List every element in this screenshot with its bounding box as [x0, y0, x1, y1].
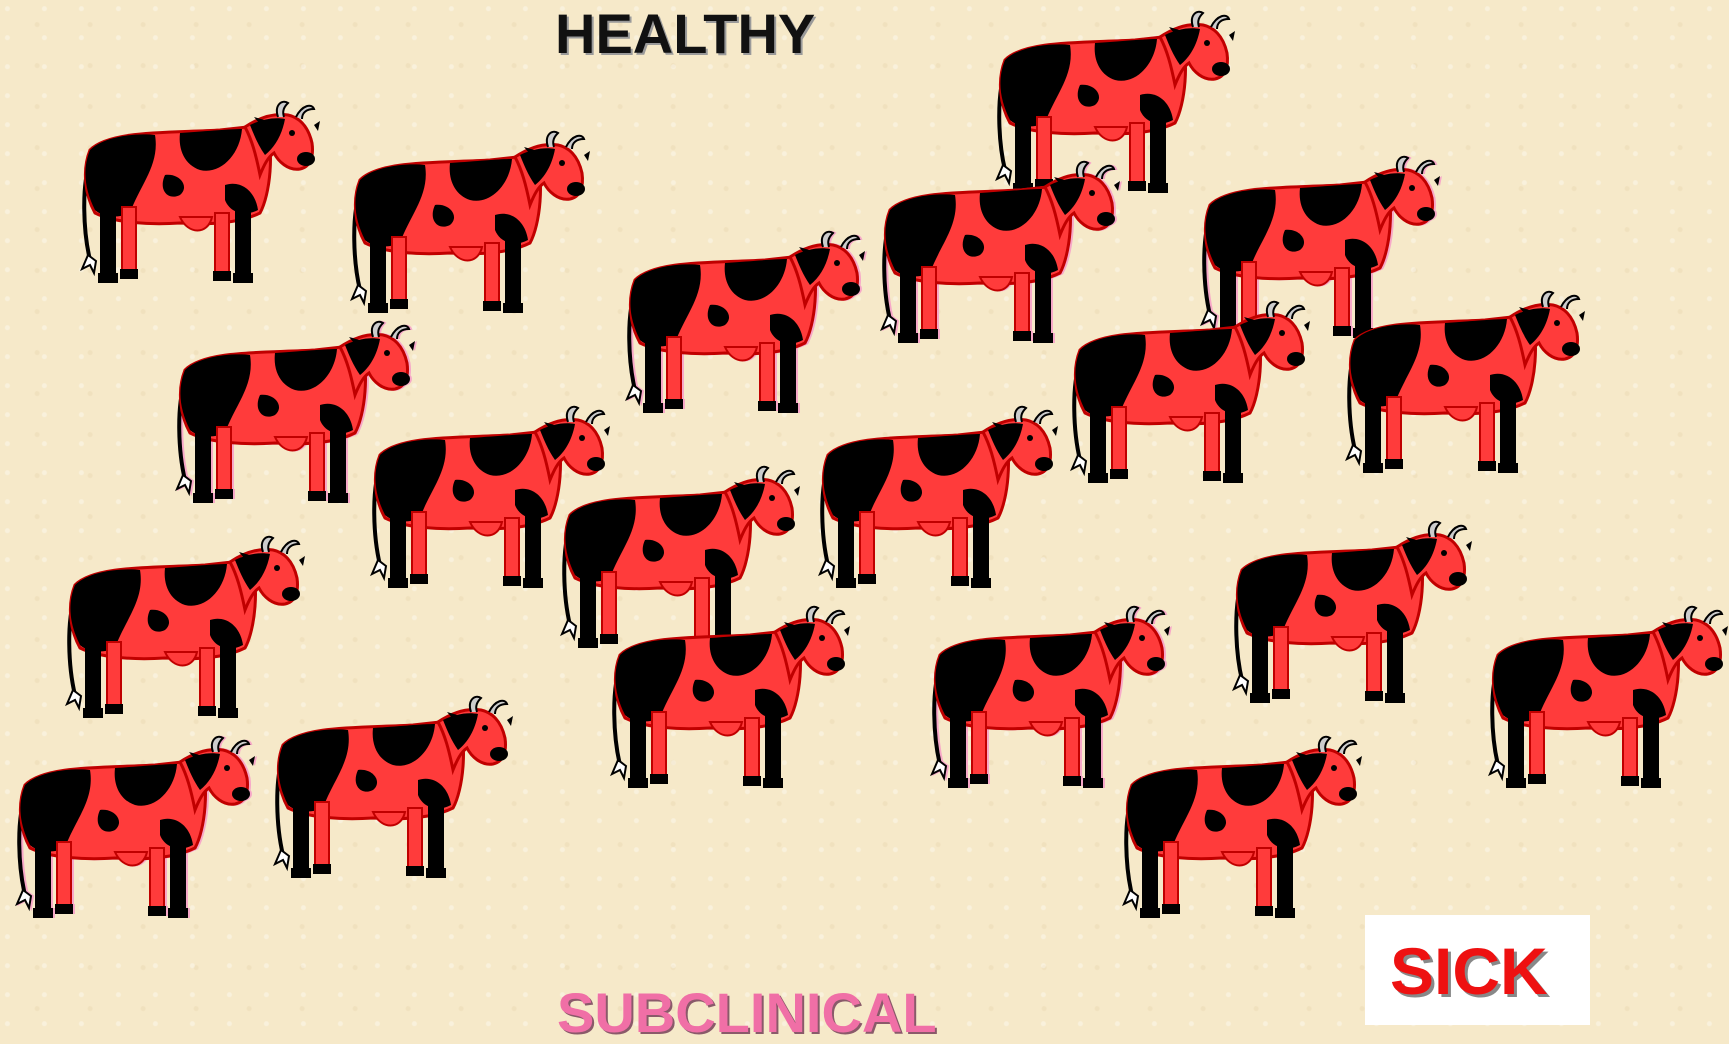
healthy-cow-icon: .spot{fill:#000000;stroke:none;stroke-wi… — [1112, 730, 1362, 935]
subclinical-label: SUBCLINICAL — [557, 985, 937, 1041]
healthy-cow-icon: .spot{fill:#000000;stroke:none;stroke-wi… — [1478, 600, 1728, 805]
healthy-cow-icon: .spot{fill:#000000;stroke:none;stroke-wi… — [600, 600, 850, 805]
healthy-cow-icon: .spot{fill:#000000;stroke:none;stroke-wi… — [340, 125, 590, 330]
subclinical-cow-icon: .spot{fill:#000000;stroke:#f7a8c8;stroke… — [5, 730, 255, 935]
healthy-cow-icon: .spot{fill:#000000;stroke:none;stroke-wi… — [1060, 295, 1310, 500]
healthy-cow-icon: .spot{fill:#000000;stroke:none;stroke-wi… — [70, 95, 320, 300]
healthy-cow-icon: .spot{fill:#000000;stroke:none;stroke-wi… — [808, 400, 1058, 605]
healthy-cow-icon: .spot{fill:#000000;stroke:none;stroke-wi… — [263, 690, 513, 895]
healthy-label: HEALTHY — [555, 6, 815, 62]
healthy-cow-icon: .spot{fill:#000000;stroke:none;stroke-wi… — [1222, 515, 1472, 720]
healthy-cow-icon: .spot{fill:#000000;stroke:none;stroke-wi… — [1335, 285, 1585, 490]
sick-label: SICK — [1390, 938, 1548, 1004]
